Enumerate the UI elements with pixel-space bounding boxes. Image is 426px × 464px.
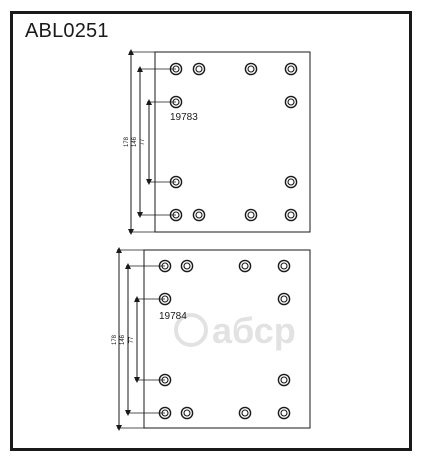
rivet-hole-inner bbox=[280, 295, 288, 303]
rivet-hole-outer bbox=[284, 95, 298, 109]
dimension-outer-label: 178 bbox=[112, 334, 118, 345]
part-title: ABL0251 bbox=[25, 20, 109, 42]
rivet-hole-inner bbox=[241, 409, 249, 417]
rivet-hole-inner bbox=[280, 262, 288, 270]
rivet-hole bbox=[277, 259, 291, 273]
rivet-hole-outer bbox=[284, 208, 298, 222]
hole-group bbox=[169, 62, 298, 222]
watermark-logo: aбср bbox=[174, 310, 296, 351]
rivet-hole-inner bbox=[195, 65, 203, 73]
rivet-hole-outer bbox=[192, 62, 206, 76]
rivet-hole bbox=[284, 208, 298, 222]
dimension-lines bbox=[116, 247, 165, 431]
rivet-hole bbox=[244, 62, 258, 76]
rivet-hole-inner bbox=[195, 211, 203, 219]
plate-outline bbox=[143, 249, 311, 429]
rivet-hole-outer bbox=[284, 175, 298, 189]
rivet-hole bbox=[238, 406, 252, 420]
rivet-hole-inner bbox=[247, 211, 255, 219]
rivet-hole bbox=[180, 406, 194, 420]
rivet-hole-inner bbox=[287, 98, 295, 106]
rivet-hole-outer bbox=[238, 259, 252, 273]
rivet-hole-outer bbox=[284, 62, 298, 76]
dimension-middle-label: 146 bbox=[132, 136, 138, 147]
rivet-hole-inner bbox=[280, 409, 288, 417]
plate-part-number: 19783 bbox=[170, 112, 198, 123]
rivet-hole-outer bbox=[180, 259, 194, 273]
rivet-hole-outer bbox=[180, 406, 194, 420]
rivet-hole-inner bbox=[183, 262, 191, 270]
rivet-hole-inner bbox=[287, 65, 295, 73]
dimension-lines bbox=[128, 49, 176, 235]
rivet-hole bbox=[180, 259, 194, 273]
rivet-hole-outer bbox=[277, 406, 291, 420]
rivet-hole-outer bbox=[244, 62, 258, 76]
brake-plate-1: 19783 178 146 77 bbox=[124, 49, 311, 235]
rivet-hole-outer bbox=[192, 208, 206, 222]
rivet-hole-inner bbox=[241, 262, 249, 270]
plate-part-number: 19784 bbox=[159, 311, 187, 322]
rivet-hole-inner bbox=[280, 376, 288, 384]
rivet-hole bbox=[277, 292, 291, 306]
drawing-frame bbox=[10, 11, 412, 451]
rivet-hole-inner bbox=[183, 409, 191, 417]
rivet-hole bbox=[244, 208, 258, 222]
dimension-inner-label: 77 bbox=[129, 336, 135, 343]
dimension-outer-label: 178 bbox=[124, 136, 130, 147]
rivet-hole bbox=[192, 62, 206, 76]
rivet-hole bbox=[277, 406, 291, 420]
watermark-ring bbox=[174, 313, 208, 347]
rivet-hole-inner bbox=[287, 211, 295, 219]
rivet-hole bbox=[284, 62, 298, 76]
rivet-hole bbox=[277, 373, 291, 387]
rivet-hole-outer bbox=[238, 406, 252, 420]
brake-plate-2: 19784 178 146 77 bbox=[112, 247, 311, 431]
rivet-hole bbox=[284, 95, 298, 109]
plate-outline bbox=[154, 51, 311, 233]
rivet-hole-outer bbox=[277, 292, 291, 306]
rivet-hole bbox=[238, 259, 252, 273]
dimension-inner-label: 77 bbox=[140, 138, 146, 145]
rivet-hole bbox=[192, 208, 206, 222]
rivet-hole-outer bbox=[277, 259, 291, 273]
rivet-hole-outer bbox=[277, 373, 291, 387]
rivet-hole bbox=[284, 175, 298, 189]
rivet-hole-outer bbox=[244, 208, 258, 222]
rivet-hole-inner bbox=[247, 65, 255, 73]
rivet-hole-inner bbox=[287, 178, 295, 186]
dimension-middle-label: 146 bbox=[120, 334, 126, 345]
watermark-text: aбср bbox=[212, 310, 296, 351]
